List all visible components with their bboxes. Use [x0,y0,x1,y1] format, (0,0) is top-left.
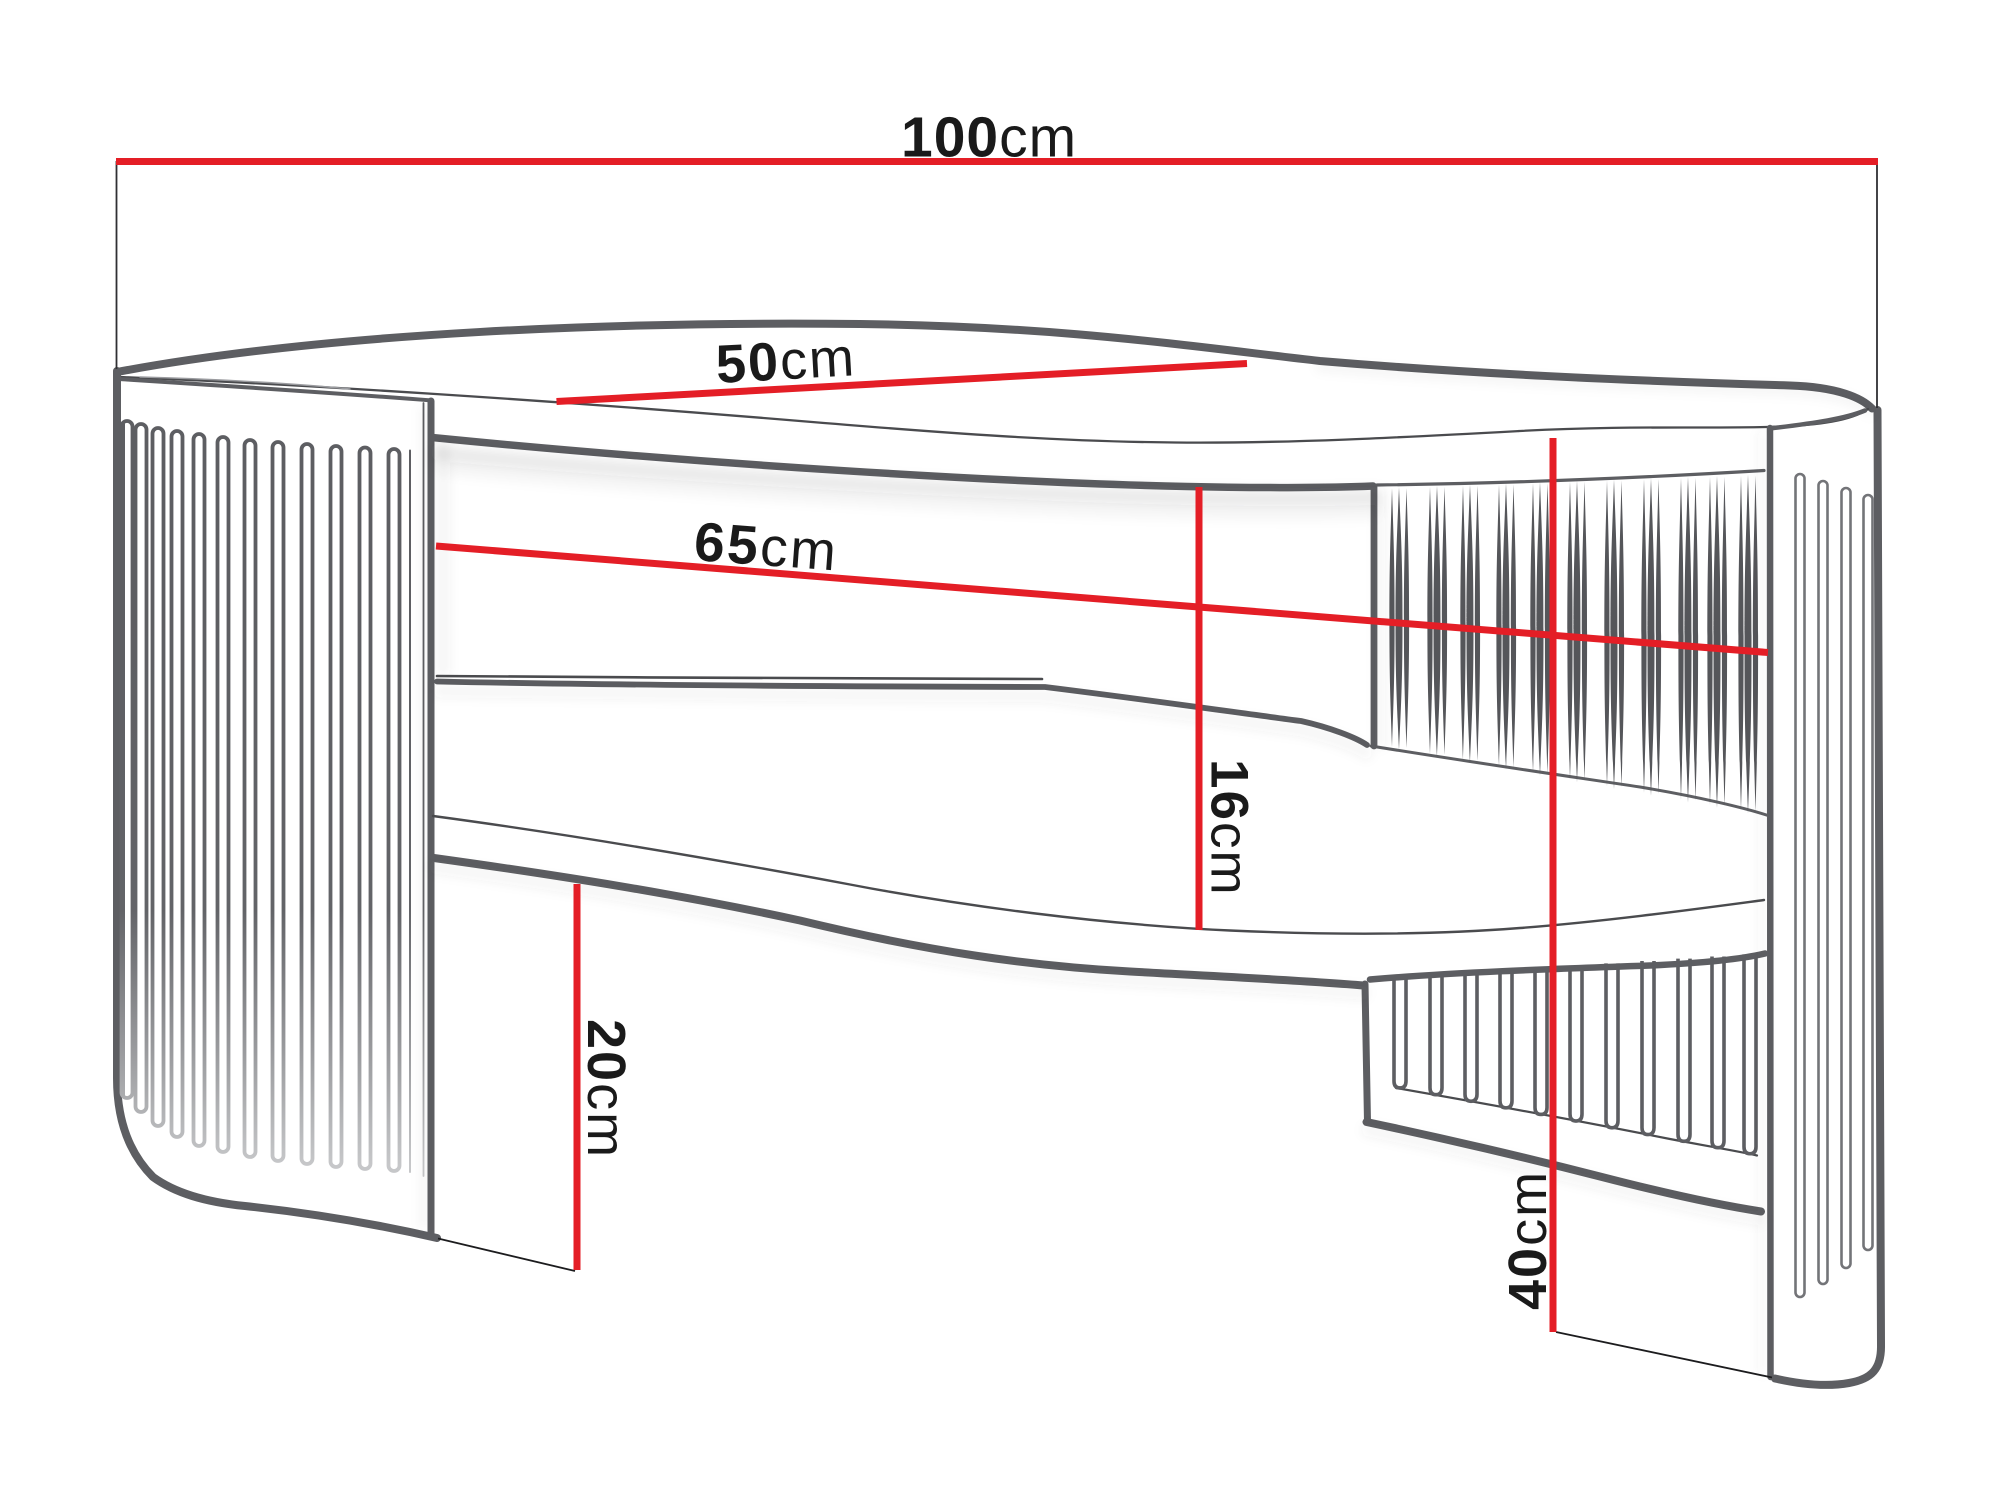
svg-text:50cm: 50cm [714,327,857,395]
svg-text:16cm: 16cm [1200,759,1259,897]
svg-text:100cm: 100cm [901,106,1077,170]
svg-text:65cm: 65cm [692,510,841,582]
svg-text:20cm: 20cm [576,1019,636,1159]
svg-text:40cm: 40cm [1498,1170,1558,1310]
